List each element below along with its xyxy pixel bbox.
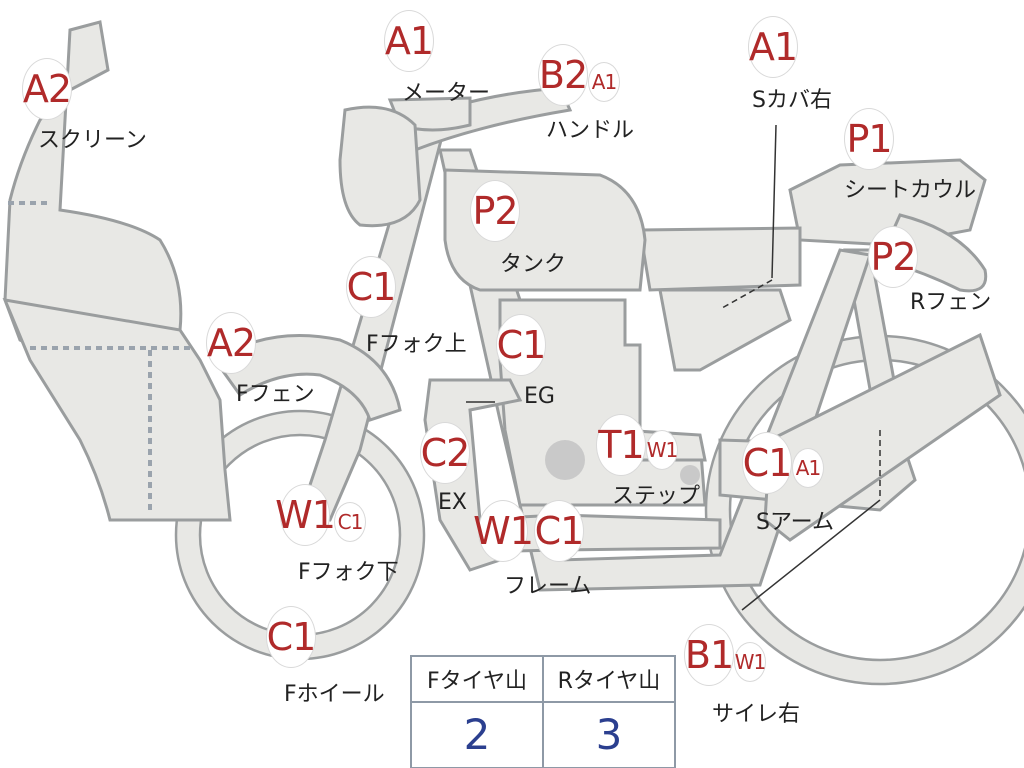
grade-badge-f-fork-upper: C1: [346, 256, 396, 318]
grade-badge-step-1: T1: [596, 414, 646, 476]
label-swing-arm: Sアーム: [756, 510, 834, 535]
tire-table-header-front: Fタイヤ山: [412, 657, 542, 703]
grade-badge-f-wheel: C1: [266, 606, 316, 668]
tire-table-divider: [542, 657, 544, 767]
label-r-fender: Rフェン: [910, 290, 992, 315]
grade-badge-swing-arm-2: A1: [792, 448, 824, 488]
grade-badge-handle-2: A1: [588, 62, 620, 102]
tire-table-value-front: 2: [463, 709, 491, 759]
muffler-shape: [763, 332, 1002, 542]
engine-cover: [545, 440, 585, 480]
label-engine: EG: [524, 384, 555, 409]
label-side-cover: Sカバ右: [752, 88, 832, 113]
grade-badge-engine: C1: [496, 314, 546, 376]
label-f-fork-upper: Fフォク上: [366, 332, 467, 357]
fairing-shape: [2, 298, 232, 522]
grade-badge-r-fender: P2: [868, 226, 918, 288]
grade-badge-screen: A2: [22, 58, 72, 120]
grade-badge-f-fork-lower-1: W1: [275, 484, 336, 546]
label-exhaust: EX: [438, 490, 467, 515]
label-frame: フレーム: [504, 574, 592, 599]
label-tank: タンク: [500, 252, 567, 277]
label-screen: スクリーン: [38, 128, 147, 153]
grade-badge-frame-2: C1: [534, 500, 584, 562]
grade-badge-f-fork-lower-2: C1: [334, 502, 366, 542]
grade-badge-f-fender: A2: [206, 312, 256, 374]
tire-table-value-rear: 3: [595, 709, 623, 759]
grade-badge-frame-1: W1: [473, 500, 534, 562]
tire-tread-table: Fタイヤ山 Rタイヤ山 2 3: [410, 655, 676, 768]
label-seat-cowl: シートカウル: [844, 178, 977, 203]
label-f-wheel: Fホイール: [284, 682, 385, 707]
label-muffler: サイレ右: [712, 702, 801, 727]
grade-badge-seat-cowl: P1: [844, 108, 894, 170]
front-fender-shape: [212, 334, 402, 422]
label-f-fork-lower: Fフォク下: [298, 560, 399, 585]
label-handle: ハンドル: [546, 118, 635, 143]
grade-badge-muffler-1: B1: [684, 624, 734, 686]
screen-shape: [3, 20, 183, 362]
seat-shape: [638, 226, 802, 292]
grade-badge-meter: A1: [384, 10, 434, 72]
tire-table-header-rear: Rタイヤ山: [544, 657, 674, 703]
grade-badge-swing-arm-1: C1: [742, 432, 792, 494]
grade-badge-step-2: W1: [646, 430, 678, 470]
label-step: ステップ: [612, 484, 701, 509]
label-meter: メーター: [402, 81, 491, 106]
side-cover-shape: [658, 288, 792, 372]
grade-badge-side-cover: A1: [748, 16, 798, 78]
grade-badge-handle-1: B2: [538, 44, 588, 106]
headlight-cowl-shape: [338, 105, 422, 228]
grade-badge-tank: P2: [470, 180, 520, 242]
grade-badge-muffler-2: W1: [734, 642, 766, 682]
grade-badge-exhaust: C2: [420, 422, 470, 484]
label-f-fender: Fフェン: [236, 382, 315, 407]
